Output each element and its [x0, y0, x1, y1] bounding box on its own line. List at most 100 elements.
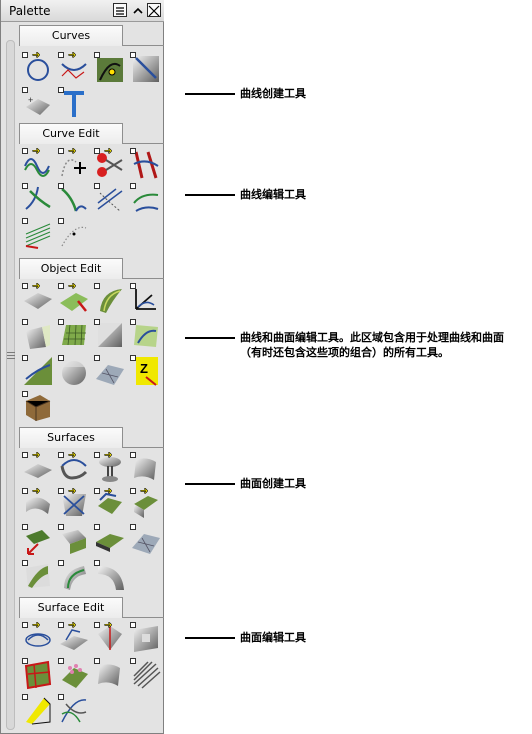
- option-box-icon[interactable]: [58, 183, 64, 189]
- option-box-icon[interactable]: [58, 452, 64, 458]
- curve-offset-tool-icon[interactable]: [94, 183, 126, 215]
- option-box-icon[interactable]: [58, 524, 64, 530]
- corner-tool-icon[interactable]: [94, 319, 126, 351]
- option-box-icon[interactable]: [94, 52, 100, 58]
- sweep-tool-icon[interactable]: [22, 355, 54, 387]
- option-box-icon[interactable]: [94, 560, 100, 566]
- option-box-icon[interactable]: [94, 622, 100, 628]
- goblet-tool-icon[interactable]: ➜: [94, 450, 126, 484]
- section-tab[interactable]: Curves: [19, 25, 123, 46]
- option-box-icon[interactable]: [94, 452, 100, 458]
- curve-lines-tool-icon[interactable]: [22, 218, 54, 250]
- section-tab[interactable]: Surfaces: [19, 427, 123, 448]
- align-z-tool-icon[interactable]: Z: [130, 355, 162, 387]
- plane-tool-icon[interactable]: ➜: [22, 450, 54, 484]
- menu-icon[interactable]: [113, 3, 127, 17]
- option-box-icon[interactable]: [22, 560, 28, 566]
- option-box-icon[interactable]: [22, 658, 28, 664]
- curves-tool-icon[interactable]: [58, 694, 90, 726]
- surface-pick-tool-icon[interactable]: ➜: [58, 281, 90, 315]
- revolve-tool-icon[interactable]: ➜: [58, 450, 90, 484]
- patch-tool-icon[interactable]: [94, 355, 126, 387]
- cutout-tool-icon[interactable]: [130, 622, 162, 654]
- option-box-icon[interactable]: [94, 355, 100, 361]
- cube-tool-icon[interactable]: [22, 391, 54, 423]
- axis-tool-icon[interactable]: [130, 283, 162, 315]
- curve-dots-tool-icon[interactable]: [58, 218, 90, 250]
- square-tool-icon[interactable]: [58, 524, 90, 556]
- trim-tool-icon[interactable]: ➜: [22, 620, 54, 654]
- tube-tool-icon[interactable]: [94, 658, 126, 690]
- option-box-icon[interactable]: [58, 319, 64, 325]
- option-box-icon[interactable]: [130, 52, 136, 58]
- pipe-tool-icon[interactable]: [94, 560, 126, 592]
- curve-red-tool-icon[interactable]: [130, 148, 162, 180]
- curve-wave-tool-icon[interactable]: ➜: [22, 146, 54, 180]
- circle-tool-icon[interactable]: ➜: [22, 50, 54, 84]
- option-box-icon[interactable]: [94, 183, 100, 189]
- curve-point-tool-icon[interactable]: ➜: [58, 146, 90, 180]
- patch-tool-icon[interactable]: [130, 524, 162, 556]
- move-tool-icon[interactable]: ➜: [22, 281, 54, 315]
- option-box-icon[interactable]: [58, 283, 64, 289]
- text-surface-tool-icon[interactable]: +: [22, 87, 54, 119]
- curve-cv-tool-icon[interactable]: ➜: [58, 50, 90, 84]
- collapse-icon[interactable]: [130, 3, 144, 17]
- section-tab[interactable]: Object Edit: [19, 258, 123, 279]
- option-box-icon[interactable]: [22, 87, 28, 93]
- project-tool-icon[interactable]: ➜: [58, 620, 90, 654]
- option-box-icon[interactable]: [22, 391, 28, 397]
- option-box-icon[interactable]: [22, 183, 28, 189]
- palette-titlebar[interactable]: Palette: [1, 0, 164, 22]
- option-box-icon[interactable]: [58, 87, 64, 93]
- curve-surface-tool-icon[interactable]: [58, 560, 90, 592]
- option-box-icon[interactable]: [58, 560, 64, 566]
- option-box-icon[interactable]: [22, 488, 28, 494]
- curve-project-tool-icon[interactable]: [94, 52, 126, 84]
- frame-tool-icon[interactable]: [22, 658, 54, 690]
- scroll-track[interactable]: [6, 40, 15, 730]
- extend-tool-icon[interactable]: [22, 319, 54, 351]
- option-box-icon[interactable]: [22, 148, 28, 154]
- scatter-tool-icon[interactable]: [58, 658, 90, 690]
- curve-blend-tool-icon[interactable]: [130, 52, 162, 84]
- option-box-icon[interactable]: [94, 148, 100, 154]
- option-box-icon[interactable]: [58, 355, 64, 361]
- blend-tool-icon[interactable]: ➜: [94, 486, 126, 520]
- option-box-icon[interactable]: [58, 488, 64, 494]
- option-box-icon[interactable]: [130, 452, 136, 458]
- option-box-icon[interactable]: [22, 622, 28, 628]
- section-tab[interactable]: Curve Edit: [19, 123, 123, 144]
- option-box-icon[interactable]: [94, 658, 100, 664]
- option-box-icon[interactable]: [130, 183, 136, 189]
- twist-tool-icon[interactable]: [94, 283, 126, 315]
- option-box-icon[interactable]: [22, 355, 28, 361]
- fillet-tool-icon[interactable]: ➜: [94, 620, 126, 654]
- option-box-icon[interactable]: [94, 488, 100, 494]
- wedge-tool-icon[interactable]: [22, 694, 54, 726]
- option-box-icon[interactable]: [58, 622, 64, 628]
- wave-tool-icon[interactable]: [22, 560, 54, 592]
- option-box-icon[interactable]: [58, 52, 64, 58]
- curve-join-tool-icon[interactable]: [58, 183, 90, 215]
- option-box-icon[interactable]: [130, 524, 136, 530]
- option-box-icon[interactable]: [58, 694, 64, 700]
- option-box-icon[interactable]: [130, 283, 136, 289]
- scissors-tool-icon[interactable]: ➜: [94, 146, 126, 180]
- curve-on-surface-tool-icon[interactable]: [130, 319, 162, 351]
- close-icon[interactable]: [147, 3, 161, 17]
- option-box-icon[interactable]: [94, 524, 100, 530]
- option-box-icon[interactable]: [58, 218, 64, 224]
- curve-align-tool-icon[interactable]: [130, 183, 162, 215]
- scroll-grip[interactable]: [7, 352, 15, 362]
- extrude-tool-icon[interactable]: ➜: [130, 486, 162, 520]
- grid-tool-icon[interactable]: [58, 319, 90, 351]
- option-box-icon[interactable]: [94, 283, 100, 289]
- cross-tool-icon[interactable]: ➜: [58, 486, 90, 520]
- option-box-icon[interactable]: [22, 694, 28, 700]
- option-box-icon[interactable]: [22, 524, 28, 530]
- option-box-icon[interactable]: [22, 319, 28, 325]
- option-box-icon[interactable]: [58, 148, 64, 154]
- slab-tool-icon[interactable]: [94, 524, 126, 556]
- option-box-icon[interactable]: [22, 452, 28, 458]
